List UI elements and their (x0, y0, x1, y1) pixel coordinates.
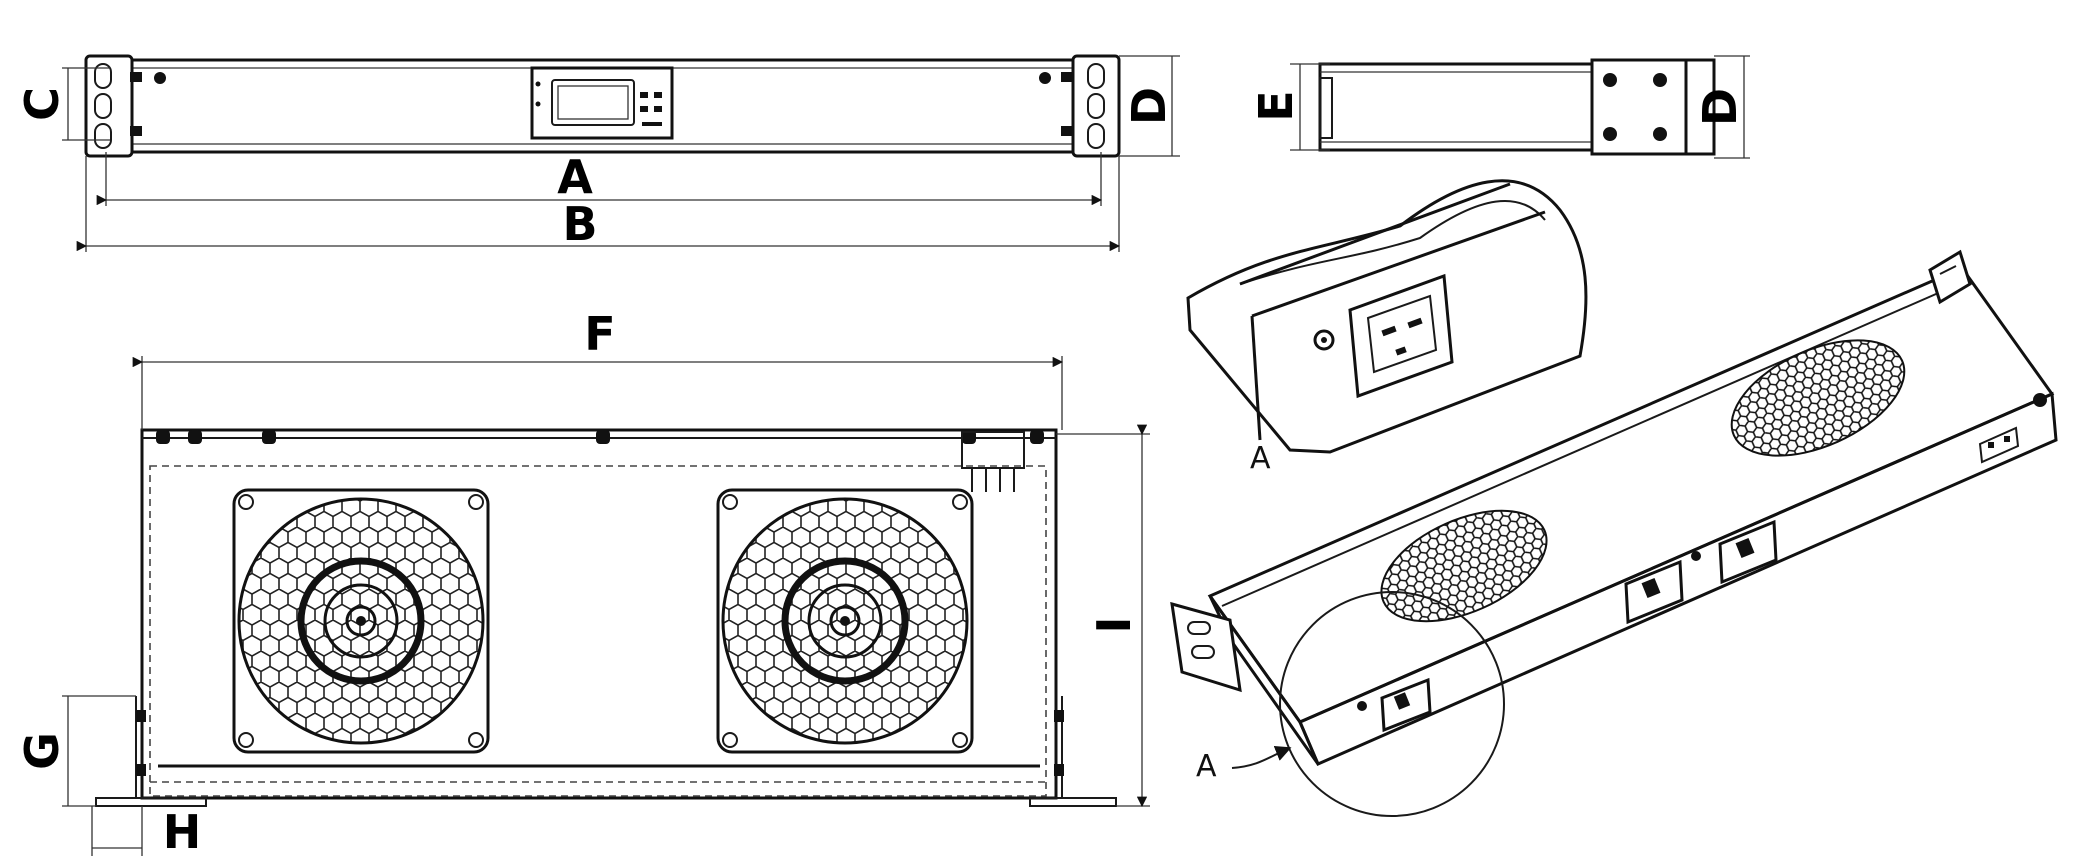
front-mounting-ear (1170, 601, 1242, 693)
dimension-d-front: D (1119, 55, 1180, 157)
rear-mounting-ear (1928, 249, 1972, 305)
top-view: F I G H (15, 307, 1150, 859)
dimension-label-i: I (1087, 616, 1141, 633)
dimension-label-b: B (562, 197, 597, 251)
screw-head (1039, 72, 1051, 84)
dimension-e: E (1249, 63, 1330, 151)
dimension-a: A (96, 150, 1103, 206)
left-mounting-ear (84, 54, 142, 158)
dimension-label-e: E (1249, 90, 1303, 121)
power-inlet (1380, 677, 1432, 733)
fan-grille (1730, 339, 1906, 457)
dimension-label-d-side: D (1693, 88, 1747, 126)
front-view: C D A B (15, 54, 1180, 252)
fan-2 (716, 488, 974, 754)
detail-a-inset: A (1186, 179, 1588, 476)
dimension-label-g: G (15, 732, 69, 770)
fan-1 (232, 488, 490, 754)
detail-caption-a: A (1250, 441, 1271, 476)
controller-display (1978, 426, 2020, 464)
dimension-c: C (15, 67, 110, 141)
dimension-label-h: H (163, 805, 202, 859)
terminal-block (961, 431, 1025, 492)
detail-circle (1279, 591, 1505, 817)
dimension-label-a: A (557, 150, 593, 204)
fan-grille (1380, 509, 1548, 623)
screw-head (154, 72, 166, 84)
right-mounting-ear (1061, 54, 1121, 158)
dimension-f: F (132, 307, 1064, 430)
dimension-g: G (15, 695, 136, 807)
isometric-view: A (1170, 249, 2058, 817)
detail-pointer-a: A (1196, 749, 1217, 784)
detail-power-inlet (1348, 273, 1454, 399)
dimension-d-side: D (1693, 55, 1750, 159)
dimension-label-c: C (15, 87, 69, 121)
dimension-i: I (1056, 424, 1150, 808)
iec-socket (1624, 559, 1684, 625)
dimension-label-d-front: D (1122, 87, 1176, 125)
screw-row (136, 430, 1064, 776)
dimension-b: B (76, 156, 1121, 252)
thermostat-controller (530, 66, 674, 140)
side-view: E D (1249, 55, 1750, 159)
dimension-label-f: F (584, 307, 615, 361)
iec-socket (1718, 519, 1778, 585)
side-mounting-bracket (1590, 58, 1716, 156)
dimension-h: H (91, 805, 202, 859)
